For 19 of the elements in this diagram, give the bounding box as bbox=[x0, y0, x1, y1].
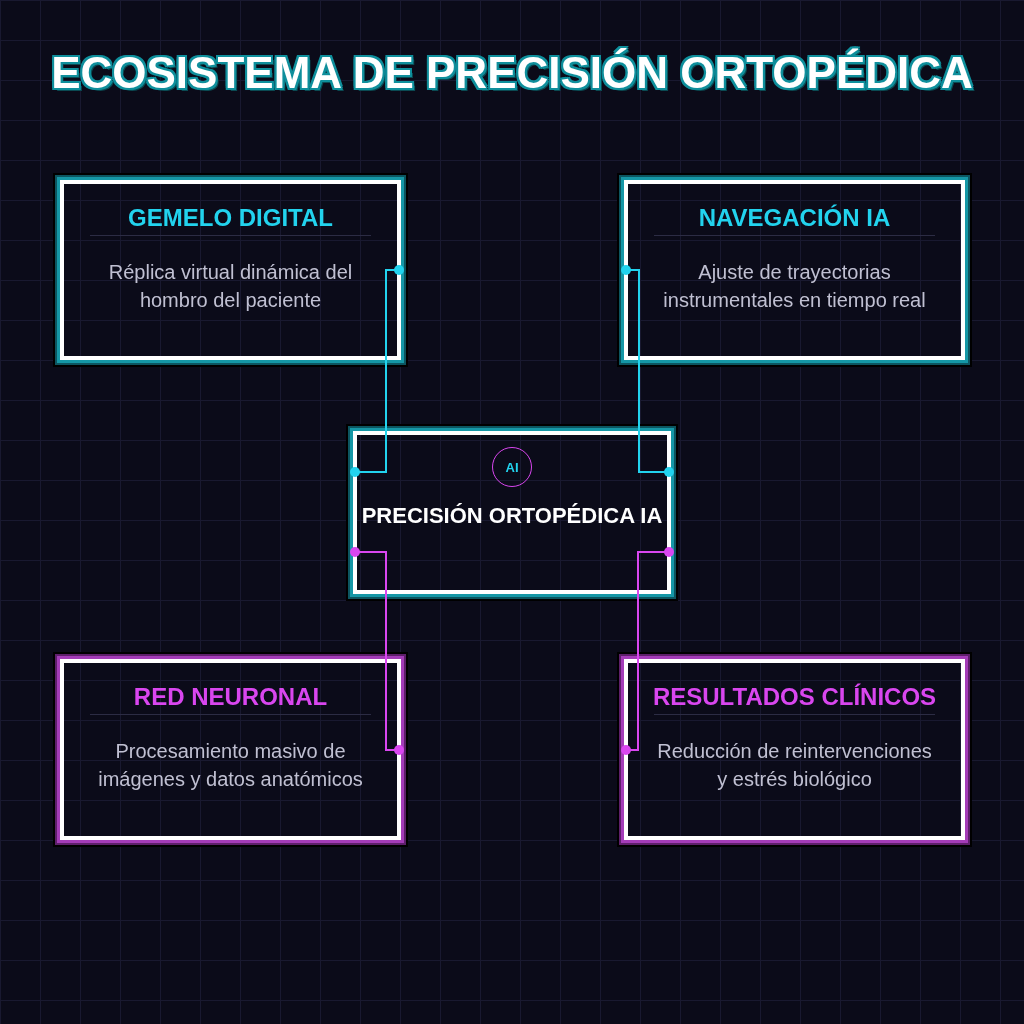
box-description: Ajuste de trayectorias instrumentales en tiempo real bbox=[662, 260, 927, 313]
diagram-title: ECOSISTEMA DE PRECISIÓN ORTOPÉDICA bbox=[51, 47, 973, 99]
process-box bbox=[617, 173, 972, 367]
process-box bbox=[53, 652, 408, 847]
box-description: Réplica virtual dinámica del hombro del paciente bbox=[107, 260, 354, 313]
box-heading: GEMELO DIGITAL bbox=[128, 204, 333, 232]
connector-line bbox=[621, 265, 674, 477]
hub-title: PRECISIÓN ORTOPÉDICA IA bbox=[361, 502, 663, 530]
hub-box bbox=[346, 424, 678, 601]
box-description: Reducción de reintervenciones y estrés biológico bbox=[656, 739, 933, 792]
process-box bbox=[617, 652, 972, 847]
box-heading: RED NEURONAL bbox=[133, 683, 328, 711]
connector-line bbox=[350, 265, 404, 477]
connector-line bbox=[350, 547, 404, 755]
box-heading: NAVEGACIÓN IA bbox=[698, 204, 891, 232]
process-box bbox=[53, 173, 408, 367]
box-heading: RESULTADOS CLÍNICOS bbox=[652, 683, 937, 711]
box-description: Procesamiento masivo de imágenes y datos anatómicos bbox=[97, 739, 364, 792]
connector-line bbox=[621, 547, 674, 755]
